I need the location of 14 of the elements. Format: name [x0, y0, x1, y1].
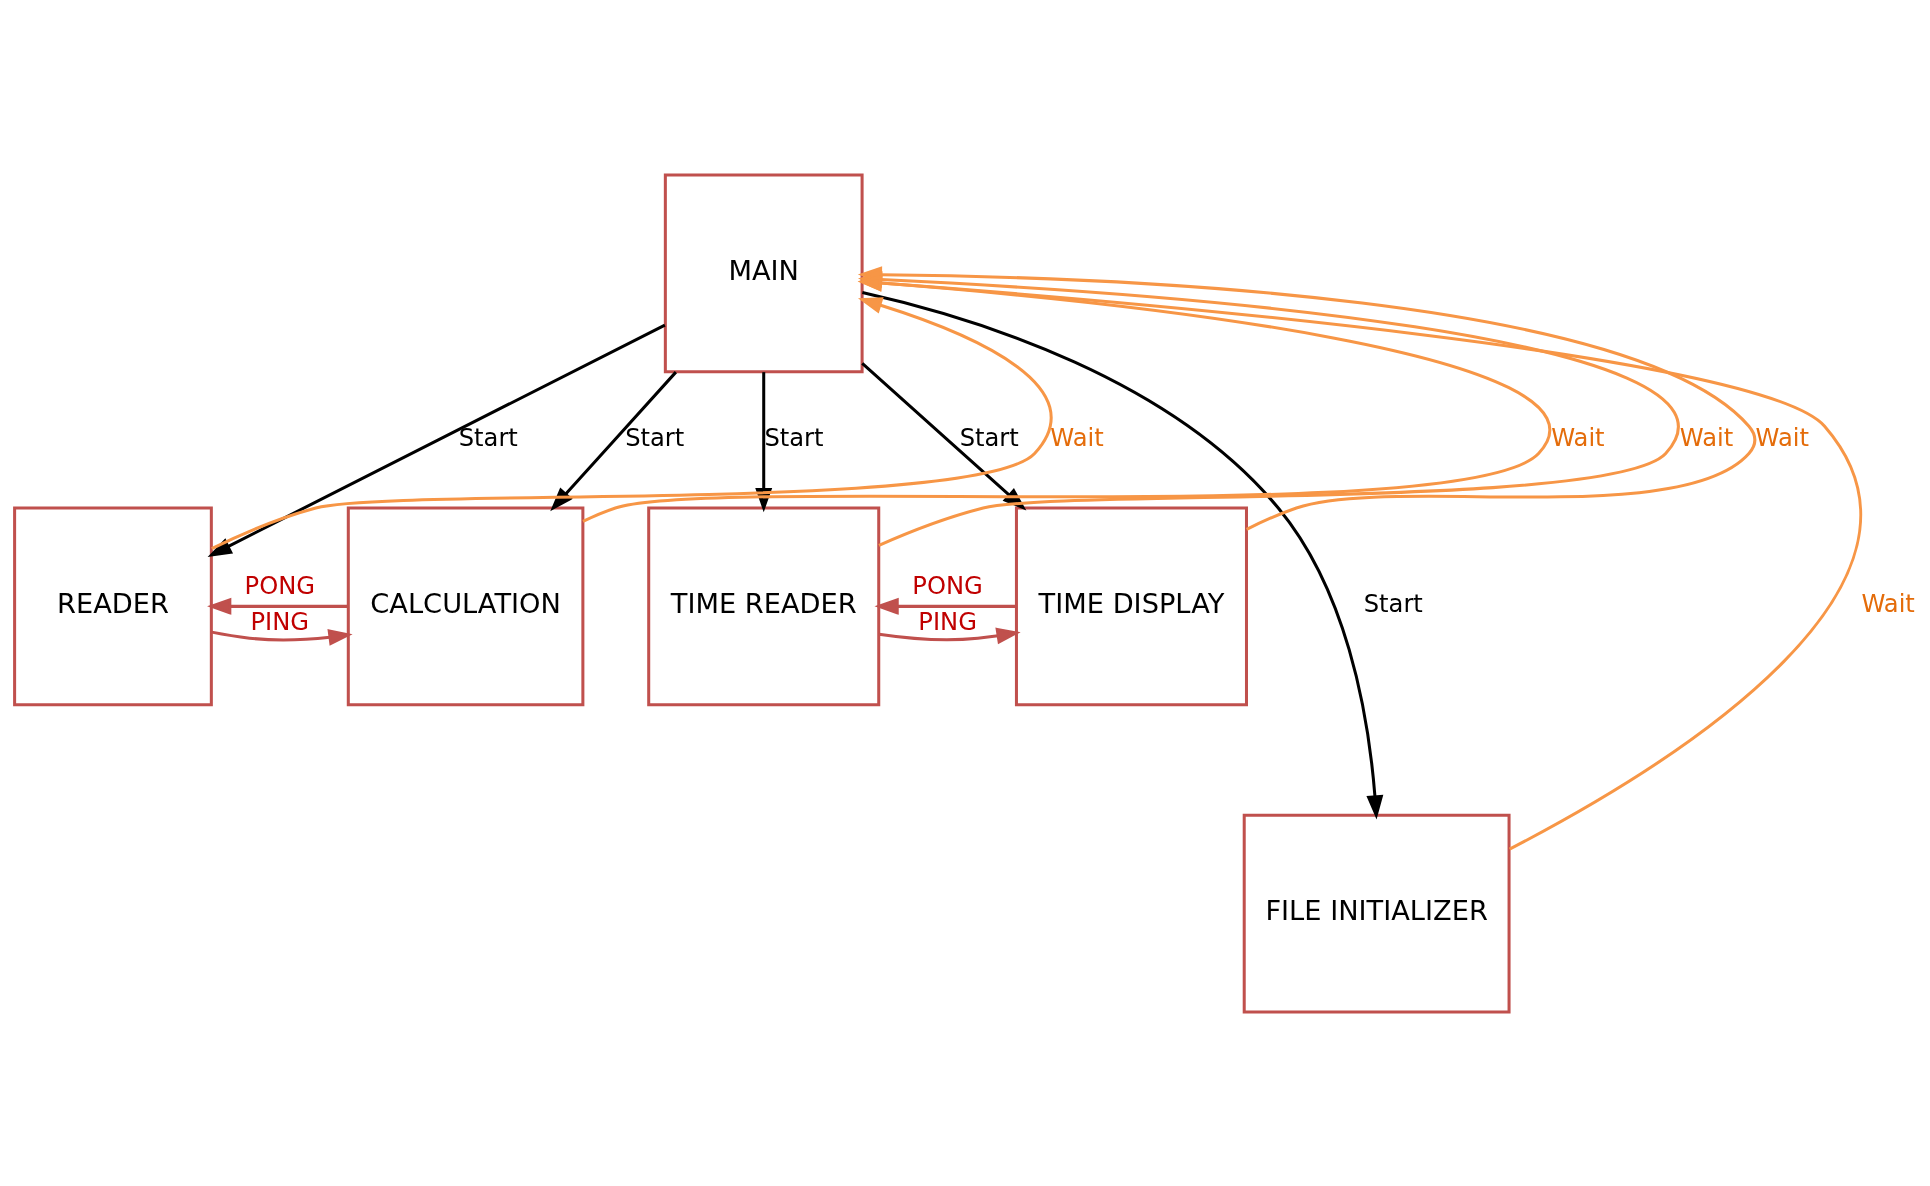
- edge-label: Wait: [1551, 423, 1605, 452]
- edge-label: Wait: [1679, 423, 1734, 452]
- edge-label: PONG: [912, 571, 983, 600]
- edge-label: Wait: [1861, 589, 1915, 618]
- edge-label: PONG: [244, 571, 316, 600]
- edge-label: Wait: [1050, 423, 1104, 452]
- edge-label: PING: [918, 607, 977, 636]
- edge-label: Start: [458, 423, 518, 452]
- edge-label: Wait: [1755, 423, 1809, 452]
- edge-label: PING: [250, 607, 310, 636]
- edge-label: Start: [764, 423, 824, 452]
- edge-label: Start: [625, 423, 685, 452]
- edge-label: Start: [1363, 589, 1423, 618]
- edge-label: Start: [959, 423, 1019, 452]
